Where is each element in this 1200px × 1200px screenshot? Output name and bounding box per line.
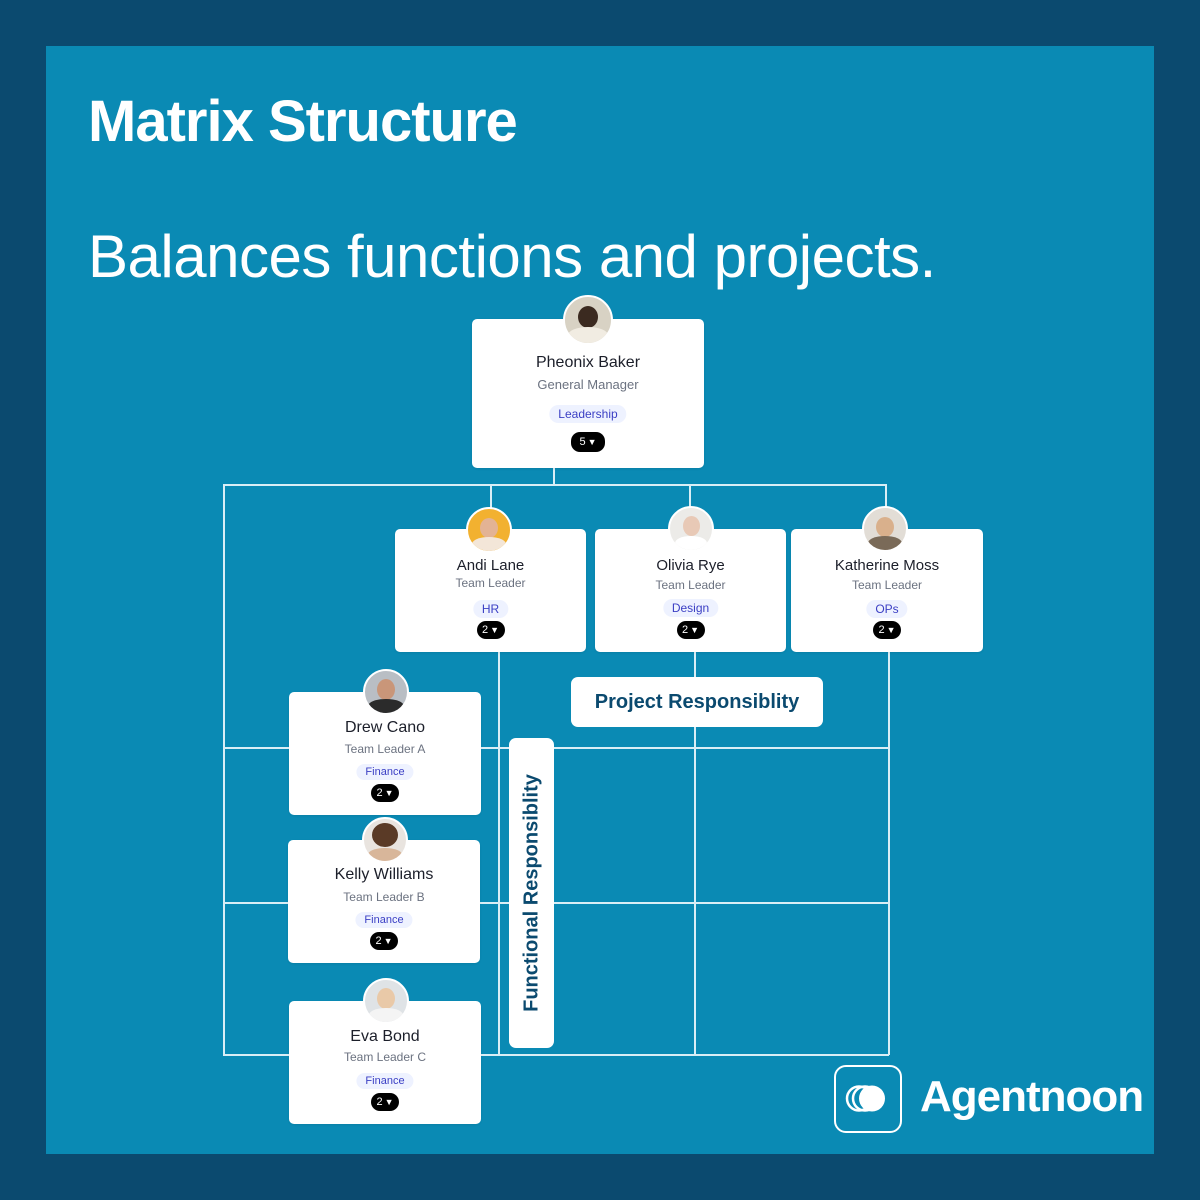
department-tag: Finance xyxy=(356,764,414,780)
reports-count-button[interactable]: 2 ▼ xyxy=(371,784,399,802)
avatar xyxy=(362,817,408,863)
functional-responsibility-text: Functional Responsiblity xyxy=(520,774,542,1012)
person-role: General Manager xyxy=(537,377,639,392)
person-role: Team Leader B xyxy=(343,890,425,904)
project-responsibility-label: Project Responsiblity xyxy=(571,677,823,727)
connector-line xyxy=(223,484,886,486)
chevron-down-icon: ▼ xyxy=(384,787,394,798)
page-title: Matrix Structure xyxy=(88,89,518,154)
connector-line xyxy=(885,484,887,509)
department-tag: HR xyxy=(472,600,509,618)
avatar xyxy=(563,295,613,345)
chevron-down-icon: ▼ xyxy=(384,1096,394,1107)
function-leader-card[interactable]: Eva Bond Team Leader C Finance 2 ▼ xyxy=(289,1001,481,1124)
reports-count-button[interactable]: 2 ▼ xyxy=(371,1093,399,1111)
count-value: 2 xyxy=(376,1096,383,1108)
brand-name: Agentnoon xyxy=(920,1072,1144,1121)
grid-line xyxy=(223,747,889,749)
count-value: 2 xyxy=(878,624,885,636)
avatar xyxy=(466,507,512,553)
avatar xyxy=(363,978,409,1024)
grid-line xyxy=(888,652,890,1055)
reports-count-button[interactable]: 2 ▼ xyxy=(370,932,398,950)
person-name: Pheonix Baker xyxy=(535,354,641,371)
agentnoon-logo-icon xyxy=(834,1065,902,1133)
reports-count-button[interactable]: 2 ▼ xyxy=(476,621,505,639)
person-role: Team Leader A xyxy=(344,742,426,756)
count-value: 2 xyxy=(681,624,689,636)
chevron-down-icon: ▼ xyxy=(690,624,700,635)
reports-count-button[interactable]: 2 ▼ xyxy=(676,621,705,639)
person-name: Olivia Rye xyxy=(656,557,725,574)
page-subtitle: Balances functions and projects. xyxy=(88,223,936,290)
department-tag: Finance xyxy=(356,1073,414,1089)
person-name: Katherine Moss xyxy=(834,557,940,574)
avatar xyxy=(862,506,908,552)
avatar xyxy=(668,506,714,552)
chevron-down-icon: ▼ xyxy=(886,624,896,635)
functional-responsibility-label: Functional Responsiblity xyxy=(509,738,554,1048)
reports-count-button[interactable]: 5 ▼ xyxy=(571,432,605,452)
person-role: Team Leader xyxy=(455,576,526,590)
person-name: Drew Cano xyxy=(344,719,426,736)
chevron-down-icon: ▼ xyxy=(490,624,500,635)
person-name: Andi Lane xyxy=(456,557,525,574)
count-value: 2 xyxy=(376,787,383,799)
person-role: Team Leader xyxy=(851,578,923,592)
department-tag: Finance xyxy=(355,912,413,928)
grid-line xyxy=(498,652,500,1055)
person-role: Team Leader C xyxy=(343,1050,427,1064)
person-role: Team Leader xyxy=(655,578,726,592)
connector-line xyxy=(490,484,492,529)
chevron-down-icon: ▼ xyxy=(587,436,597,447)
department-tag: OPs xyxy=(866,600,908,618)
grid-line xyxy=(223,902,889,904)
count-value: 2 xyxy=(481,624,489,636)
person-name: Eva Bond xyxy=(350,1028,420,1045)
reports-count-button[interactable]: 2 ▼ xyxy=(873,621,901,639)
person-name: Kelly Williams xyxy=(334,866,434,883)
connector-line xyxy=(223,484,225,1055)
connector-line xyxy=(689,484,691,509)
department-tag: Design xyxy=(662,599,719,617)
avatar xyxy=(363,669,409,715)
count-value: 5 xyxy=(579,436,586,448)
manager-card[interactable]: Pheonix Baker General Manager Leadership… xyxy=(472,319,704,468)
grid-line xyxy=(694,652,696,1055)
grid-line xyxy=(223,1054,889,1056)
chevron-down-icon: ▼ xyxy=(383,935,393,946)
count-value: 2 xyxy=(375,935,382,947)
department-tag: Leadership xyxy=(549,405,627,423)
